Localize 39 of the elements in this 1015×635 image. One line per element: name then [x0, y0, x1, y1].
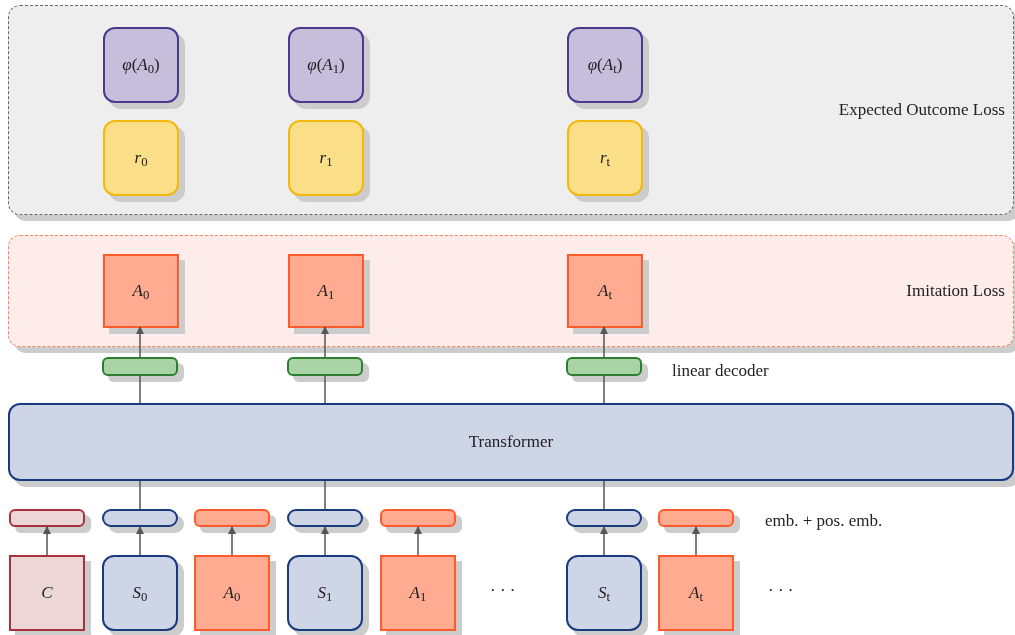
annotation-label: · · ·: [768, 580, 794, 602]
arrow: [321, 526, 329, 556]
arrow: [692, 526, 700, 556]
node-label: S$_{1}$: [317, 582, 333, 606]
arrow: [136, 326, 144, 358]
panel-title: Imitation Loss: [906, 280, 1005, 303]
node-label: φ(A$_{0}$): [122, 54, 160, 78]
connector-line: [139, 375, 141, 404]
connector-line: [324, 375, 326, 404]
connector-line: [139, 480, 141, 510]
node-label: r$_{0}$: [134, 147, 148, 171]
arrow: [600, 526, 608, 556]
node-label: A$_{0}$: [223, 582, 241, 606]
arrow: [136, 526, 144, 556]
annotation-label: emb. + pos. emb.: [765, 510, 883, 532]
node-label: A$_{t}$: [689, 582, 703, 606]
node-label: r$_{t}$: [599, 147, 611, 171]
connector-line: [603, 375, 605, 404]
connector-line: [603, 480, 605, 510]
node-label: A$_{t}$: [598, 280, 612, 304]
node-label: φ(A$_{1}$): [307, 54, 345, 78]
node-label: A$_{1}$: [317, 280, 335, 304]
arrow: [228, 526, 236, 556]
node-label: A$_{1}$: [409, 582, 427, 606]
node-label: S$_{0}$: [132, 582, 148, 606]
node-label: r$_{1}$: [319, 147, 333, 171]
node-label: C: [41, 582, 53, 605]
arrow: [43, 526, 51, 556]
node-label: Transformer: [468, 431, 554, 454]
panel-title: Expected Outcome Loss: [838, 99, 1005, 122]
node-label: φ(A$_{t}$): [587, 54, 623, 78]
arrow: [321, 326, 329, 358]
node-label: A$_{0}$: [132, 280, 150, 304]
annotation-label: linear decoder: [672, 360, 769, 382]
connector-line: [324, 480, 326, 510]
node-label: S$_{t}$: [597, 582, 610, 606]
arrow: [414, 526, 422, 556]
annotation-label: · · ·: [490, 580, 516, 602]
arrow: [600, 326, 608, 358]
